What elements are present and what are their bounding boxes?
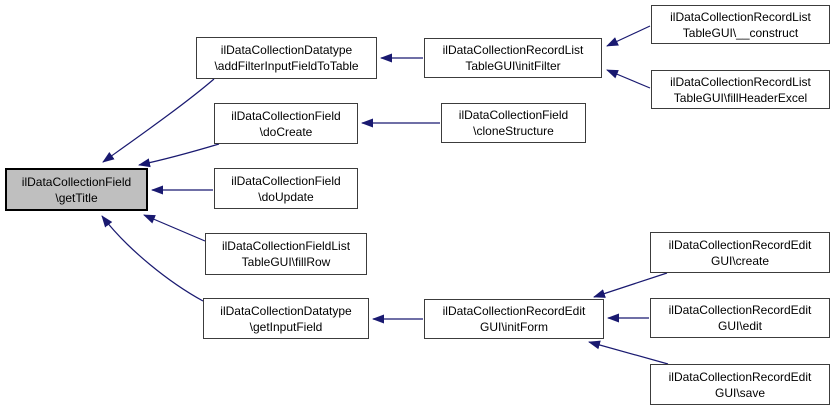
node-ildatacollectionrecordeditgui-edit[interactable]: ilDataCollectionRecordEdit GUI\edit [650,298,830,338]
node-label-line: ilDataCollectionRecordList [670,9,811,24]
node-label-line: ilDataCollectionRecordList [670,74,811,89]
node-label-line: ilDataCollectionFieldList [221,239,351,253]
node-label-line: \doCreate [259,124,313,139]
edge-fillRow-to-getTitle [143,214,206,242]
node-ildatacollectiondatatype-addfilterinputfieldtotable[interactable]: ilDataCollectionDatatype \addFilterInput… [196,37,377,79]
node-label-line: ilDataCollectionDatatype [220,43,353,57]
edge-doCreate-to-getTitle [138,143,220,168]
node-label-line: \doUpdate [258,189,314,204]
node-label-line: GUI\create [710,253,770,268]
node-ildatacollectionrecordeditgui-initform[interactable]: ilDataCollectionRecordEdit GUI\initForm [424,299,604,339]
node-ildatacollectiondatatype-getinputfield[interactable]: ilDataCollectionDatatype \getInputField [203,298,369,339]
edge-save-to-initForm [588,340,669,365]
node-ildatacollectionrecordeditgui-create[interactable]: ilDataCollectionRecordEdit GUI\create [650,232,830,273]
node-ildatacollectionrecordlisttablegui-fillheaderexcel[interactable]: ilDataCollectionRecordList TableGUI\fill… [651,70,830,109]
node-ildatacollectionfield-docreate[interactable]: ilDataCollectionField \doCreate [214,103,358,144]
node-ildatacollectionfield-doupdate[interactable]: ilDataCollectionField \doUpdate [214,168,358,209]
edge-construct-to-initFilter [606,25,651,47]
node-label-line: GUI\edit [717,319,762,333]
node-label-line: ilDataCollectionField [458,108,569,122]
node-label-line: ilDataCollectionRecordList [442,43,584,57]
node-label-line: ilDataCollectionField [231,173,341,188]
node-label-line: ilDataCollectionRecordEdit [668,369,812,384]
node-ildatacollectionfield-gettitle[interactable]: ilDataCollectionField \getTitle [5,168,148,211]
node-label-line: TableGUI\initFilter [465,59,561,73]
node-ildatacollectionrecordeditgui-save[interactable]: ilDataCollectionRecordEdit GUI\save [650,364,830,405]
node-label-line: ilDataCollectionRecordEdit [442,304,586,318]
node-label-line: \cloneStructure [473,124,554,138]
node-label-line: ilDataCollectionField [21,174,132,189]
node-ildatacollectionfieldlisttablegui-fillrow[interactable]: ilDataCollectionFieldList TableGUI\fillR… [205,233,367,275]
node-label-line: TableGUI\__construct [682,25,799,40]
edge-fillHeaderExcel-to-initFilter [606,69,651,89]
edge-create-to-initForm [593,272,668,298]
node-label-line: \getInputField [249,319,323,334]
node-label-line: TableGUI\fillRow [241,255,331,269]
node-ildatacollectionrecordlisttablegui-initfilter[interactable]: ilDataCollectionRecordList TableGUI\init… [424,38,602,78]
node-label-line: TableGUI\fillHeaderExcel [673,90,808,105]
node-label-line: ilDataCollectionField [231,108,341,123]
node-label-line: \addFilterInputFieldToTable [214,59,359,73]
node-label-line: ilDataCollectionRecordEdit [668,237,812,252]
node-label-line: ilDataCollectionRecordEdit [668,303,812,317]
node-label-line: \getTitle [55,190,98,205]
edge-addFilterInputFieldToTable-to-getTitle [102,78,215,163]
node-label-line: GUI\initForm [479,320,548,334]
node-label-line: ilDataCollectionDatatype [220,303,352,318]
edge-getInputField-to-getTitle [101,215,204,302]
node-ildatacollectionrecordlisttablegui-construct[interactable]: ilDataCollectionRecordList TableGUI\__co… [651,5,830,44]
node-label-line: GUI\save [714,385,765,400]
node-ildatacollectionfield-clonestructure[interactable]: ilDataCollectionField \cloneStructure [441,103,586,143]
